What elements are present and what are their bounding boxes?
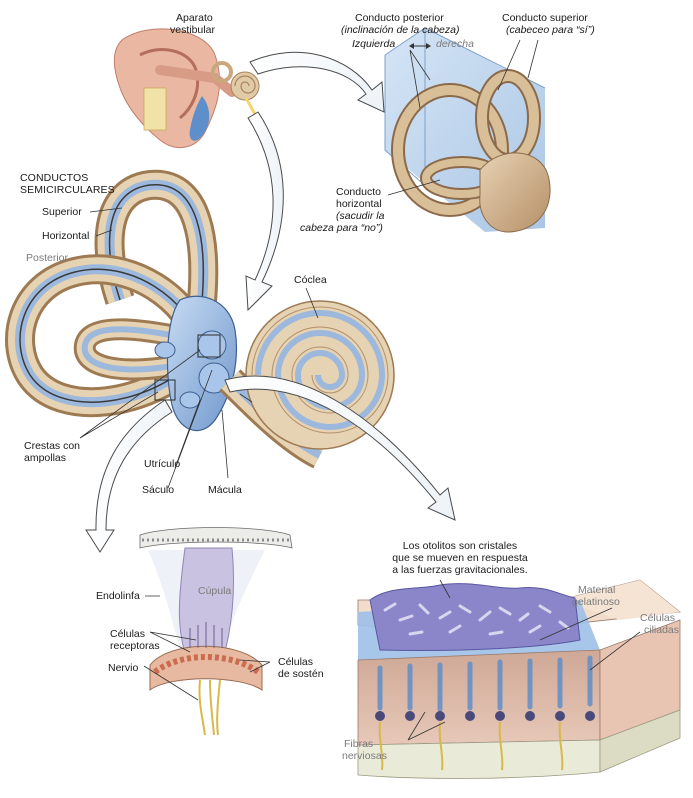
label-celulas-receptoras-2: receptoras: [110, 640, 160, 652]
label-conductos-semicirculares-2: SEMICIRCULARES: [20, 184, 115, 196]
crista-detail: [140, 528, 292, 736]
label-material-gelatinoso-2: gelatinoso: [572, 596, 620, 608]
label-coclea: Cóclea: [294, 274, 327, 286]
label-cupula: Cúpula: [198, 585, 231, 597]
label-superior: Superior: [42, 206, 82, 218]
label-macula: Mácula: [208, 484, 242, 496]
label-otolitos-3: a las fuerzas gravitacionales.: [382, 564, 538, 576]
label-celulas-receptoras-1: Células: [110, 628, 145, 640]
label-fibras-nerviosas-1: Fibras: [344, 738, 373, 750]
label-celulas-sosten-2: de sostén: [278, 668, 324, 680]
label-crestas-2: ampollas: [24, 452, 66, 464]
arrow-to-crista-detail: [86, 400, 172, 552]
macula-detail: [358, 580, 680, 778]
label-izquierda: Izquierda: [352, 38, 395, 50]
label-conducto-superior-2: (cabeceo para “sí”): [506, 24, 595, 36]
label-conducto-horizontal-3: (sacudir la: [336, 210, 384, 222]
label-derecha: derecha: [436, 38, 474, 50]
label-celulas-ciliadas-2: ciliadas: [644, 624, 679, 636]
label-saculo: Sáculo: [142, 484, 174, 496]
label-conductos-semicirculares-1: CONDUCTOS: [20, 172, 88, 184]
canal-orientation-panel: [385, 28, 550, 232]
outer-ear: [114, 29, 259, 148]
label-conducto-posterior-2: (inclinación de la cabeza): [341, 24, 459, 36]
label-utriculo: Utrículo: [144, 458, 180, 470]
label-otolitos-2: que se mueven en respuesta: [386, 552, 534, 564]
label-conducto-horizontal-2: horizontal: [336, 198, 382, 210]
label-endolinfa: Endolinfa: [96, 590, 140, 602]
label-material-gelatinoso-1: Material: [578, 584, 615, 596]
label-conducto-posterior-1: Conducto posterior: [355, 12, 444, 24]
label-conducto-horizontal-4: cabeza para “no”): [300, 222, 383, 234]
arrow-to-canal-panel: [250, 52, 384, 112]
label-celulas-ciliadas-1: Células: [640, 612, 675, 624]
label-posterior: Posterior: [26, 252, 68, 264]
label-aparato-vestibular-2: vestibular: [170, 24, 215, 36]
label-conducto-superior-1: Conducto superior: [502, 12, 588, 24]
label-fibras-nerviosas-2: nerviosas: [342, 750, 387, 762]
label-aparato-vestibular-1: Aparato: [176, 12, 213, 24]
label-otolitos-1: Los otolitos son cristales: [392, 540, 528, 552]
label-celulas-sosten-1: Células: [278, 656, 313, 668]
label-horizontal: Horizontal: [42, 230, 89, 242]
label-nervio: Nervio: [108, 662, 138, 674]
label-crestas-1: Crestas con: [24, 440, 80, 452]
arrow-to-labyrinth: [246, 112, 283, 310]
label-conducto-horizontal-1: Conducto: [336, 186, 381, 198]
